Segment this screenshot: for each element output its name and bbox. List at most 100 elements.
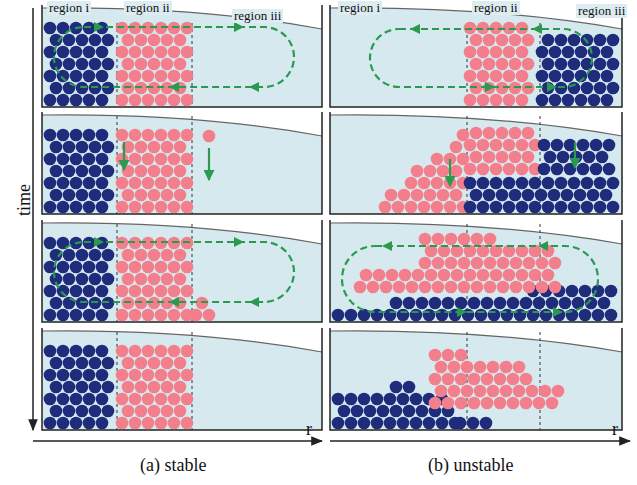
particle — [142, 153, 155, 166]
particle — [89, 189, 102, 202]
particle — [503, 163, 516, 176]
particle — [358, 417, 371, 430]
particle — [142, 94, 155, 107]
particle — [181, 417, 194, 430]
particle — [468, 397, 481, 410]
region-divider — [192, 23, 193, 107]
particle — [555, 201, 568, 214]
particle — [96, 177, 109, 190]
particle — [70, 177, 83, 190]
particle — [155, 177, 168, 190]
particle — [181, 345, 194, 358]
particle — [494, 297, 507, 310]
particle — [63, 189, 76, 202]
particle — [161, 58, 174, 71]
particle — [549, 94, 562, 107]
particle — [168, 309, 181, 322]
particle — [533, 397, 546, 410]
particle — [63, 165, 76, 178]
particle — [57, 201, 70, 214]
particle — [70, 309, 83, 322]
particle — [148, 141, 161, 154]
particle — [581, 82, 594, 95]
particle — [484, 257, 497, 270]
particle — [458, 281, 471, 294]
particle — [89, 381, 102, 394]
particle — [529, 177, 542, 190]
particle — [603, 163, 616, 176]
particle — [168, 46, 181, 59]
particle — [44, 417, 57, 430]
flow-arrowhead — [234, 22, 244, 32]
particle — [190, 309, 203, 322]
particle — [484, 233, 497, 246]
particle — [529, 269, 542, 282]
particle — [520, 297, 533, 310]
particle — [590, 163, 603, 176]
particle — [448, 361, 461, 374]
particle — [377, 405, 390, 418]
particle — [168, 393, 181, 406]
container — [330, 220, 622, 322]
particle — [562, 70, 575, 83]
particle — [367, 281, 380, 294]
container — [42, 112, 322, 214]
particle — [513, 361, 526, 374]
particle — [63, 34, 76, 47]
particle — [432, 281, 445, 294]
particle — [83, 129, 96, 142]
particle — [490, 201, 503, 214]
particle — [581, 201, 594, 214]
particle — [431, 177, 444, 190]
particle — [63, 58, 76, 71]
particle — [57, 153, 70, 166]
particle — [96, 345, 109, 358]
particle — [474, 361, 487, 374]
particle — [76, 165, 89, 178]
region-divider — [540, 332, 541, 430]
particle — [116, 46, 129, 59]
particle — [122, 249, 135, 262]
particle — [83, 393, 96, 406]
particle — [536, 46, 549, 59]
particle — [458, 257, 471, 270]
particle — [76, 273, 89, 286]
particle — [522, 58, 535, 71]
particle — [44, 94, 57, 107]
flow-loop — [54, 27, 294, 87]
particle — [468, 373, 481, 386]
particle — [431, 153, 444, 166]
particle — [437, 165, 450, 178]
particle — [135, 141, 148, 154]
panel — [330, 328, 622, 430]
axis-label: r — [612, 420, 618, 440]
particle — [122, 189, 135, 202]
particle — [454, 417, 467, 430]
particle — [607, 58, 620, 71]
particle — [76, 34, 89, 47]
particle — [480, 417, 493, 430]
particle — [142, 285, 155, 298]
particle — [155, 153, 168, 166]
flow-arrowhead — [382, 241, 392, 251]
particle — [155, 46, 168, 59]
particle — [455, 349, 468, 362]
particle — [500, 361, 513, 374]
particle — [397, 393, 410, 406]
particle — [142, 369, 155, 382]
particle — [555, 177, 568, 190]
region-label: region ii — [472, 1, 520, 15]
particle — [102, 273, 115, 286]
particle — [70, 46, 83, 59]
particle — [181, 393, 194, 406]
particle — [590, 139, 603, 152]
fluid — [330, 331, 622, 430]
particle — [405, 201, 418, 214]
particle — [416, 405, 429, 418]
particle — [411, 189, 424, 202]
particle — [174, 34, 187, 47]
container — [330, 5, 622, 107]
particle — [102, 405, 115, 418]
particle — [155, 70, 168, 83]
particle — [432, 257, 445, 270]
